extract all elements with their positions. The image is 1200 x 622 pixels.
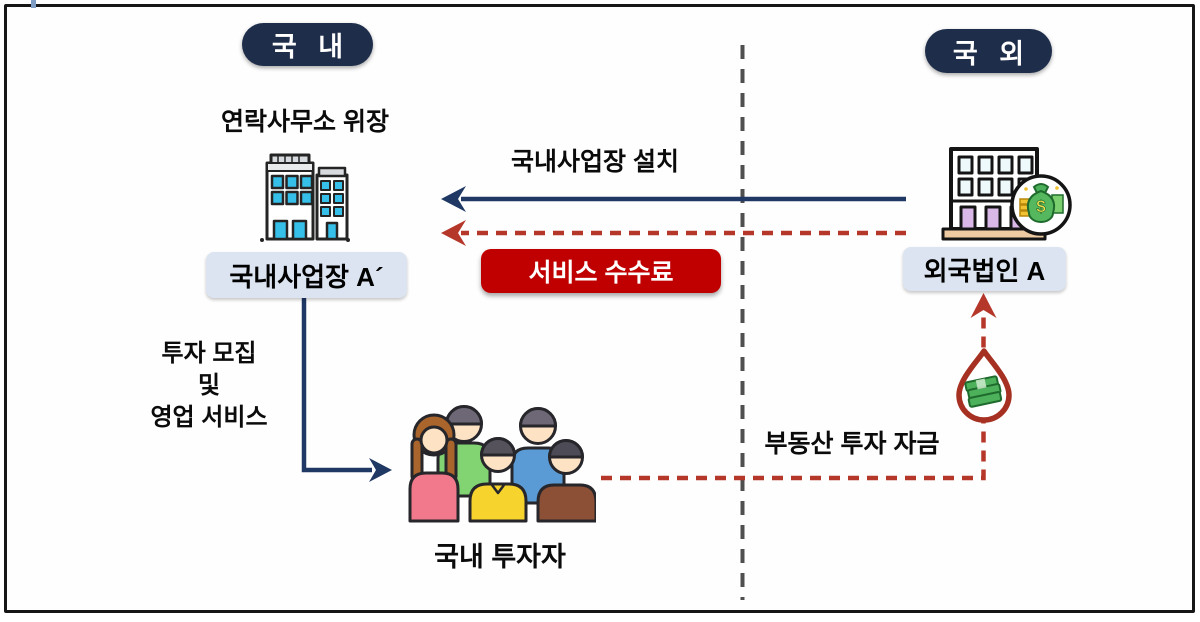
service-fee-badge: 서비스 수수료	[481, 249, 721, 293]
liaison-office-caption: 연락사무소 위장	[221, 108, 389, 136]
cash-bundle-glyph	[964, 375, 1003, 408]
dollar-sign-glyph: $	[1036, 197, 1046, 216]
domestic-building-icon	[260, 153, 350, 242]
investors-people-icon	[408, 405, 596, 523]
investors-label: 국내 투자자	[434, 542, 566, 572]
region-pill-overseas: 국 외	[925, 29, 1052, 73]
establish-flow-label: 국내사업장 설치	[511, 148, 679, 176]
recruit-arrow	[301, 298, 392, 482]
domestic-establishment-label: 국내사업장 A´	[206, 252, 407, 298]
recruit-flow-line-3: 영업 서비스	[150, 404, 268, 431]
region-pill-domestic: 국 내	[242, 23, 373, 66]
edge-artifact-tick	[31, 0, 36, 8]
diagram-border	[4, 4, 1195, 613]
recruit-flow-line-2: 및	[197, 372, 221, 399]
recruit-flow-line-1: 투자 모집	[161, 340, 257, 367]
recruit-flow-label: 투자 모집 및 영업 서비스	[113, 338, 305, 434]
foreign-building-icon: $	[941, 147, 1072, 241]
money-bag-icon: $	[1010, 174, 1072, 236]
funds-flow-label: 부동산 투자 자금	[764, 430, 940, 458]
foreign-corporation-label: 외국법인 A	[903, 247, 1066, 291]
money-drop-icon	[956, 348, 1012, 423]
establish-arrow	[441, 186, 906, 212]
service-fee-arrow	[441, 220, 906, 246]
